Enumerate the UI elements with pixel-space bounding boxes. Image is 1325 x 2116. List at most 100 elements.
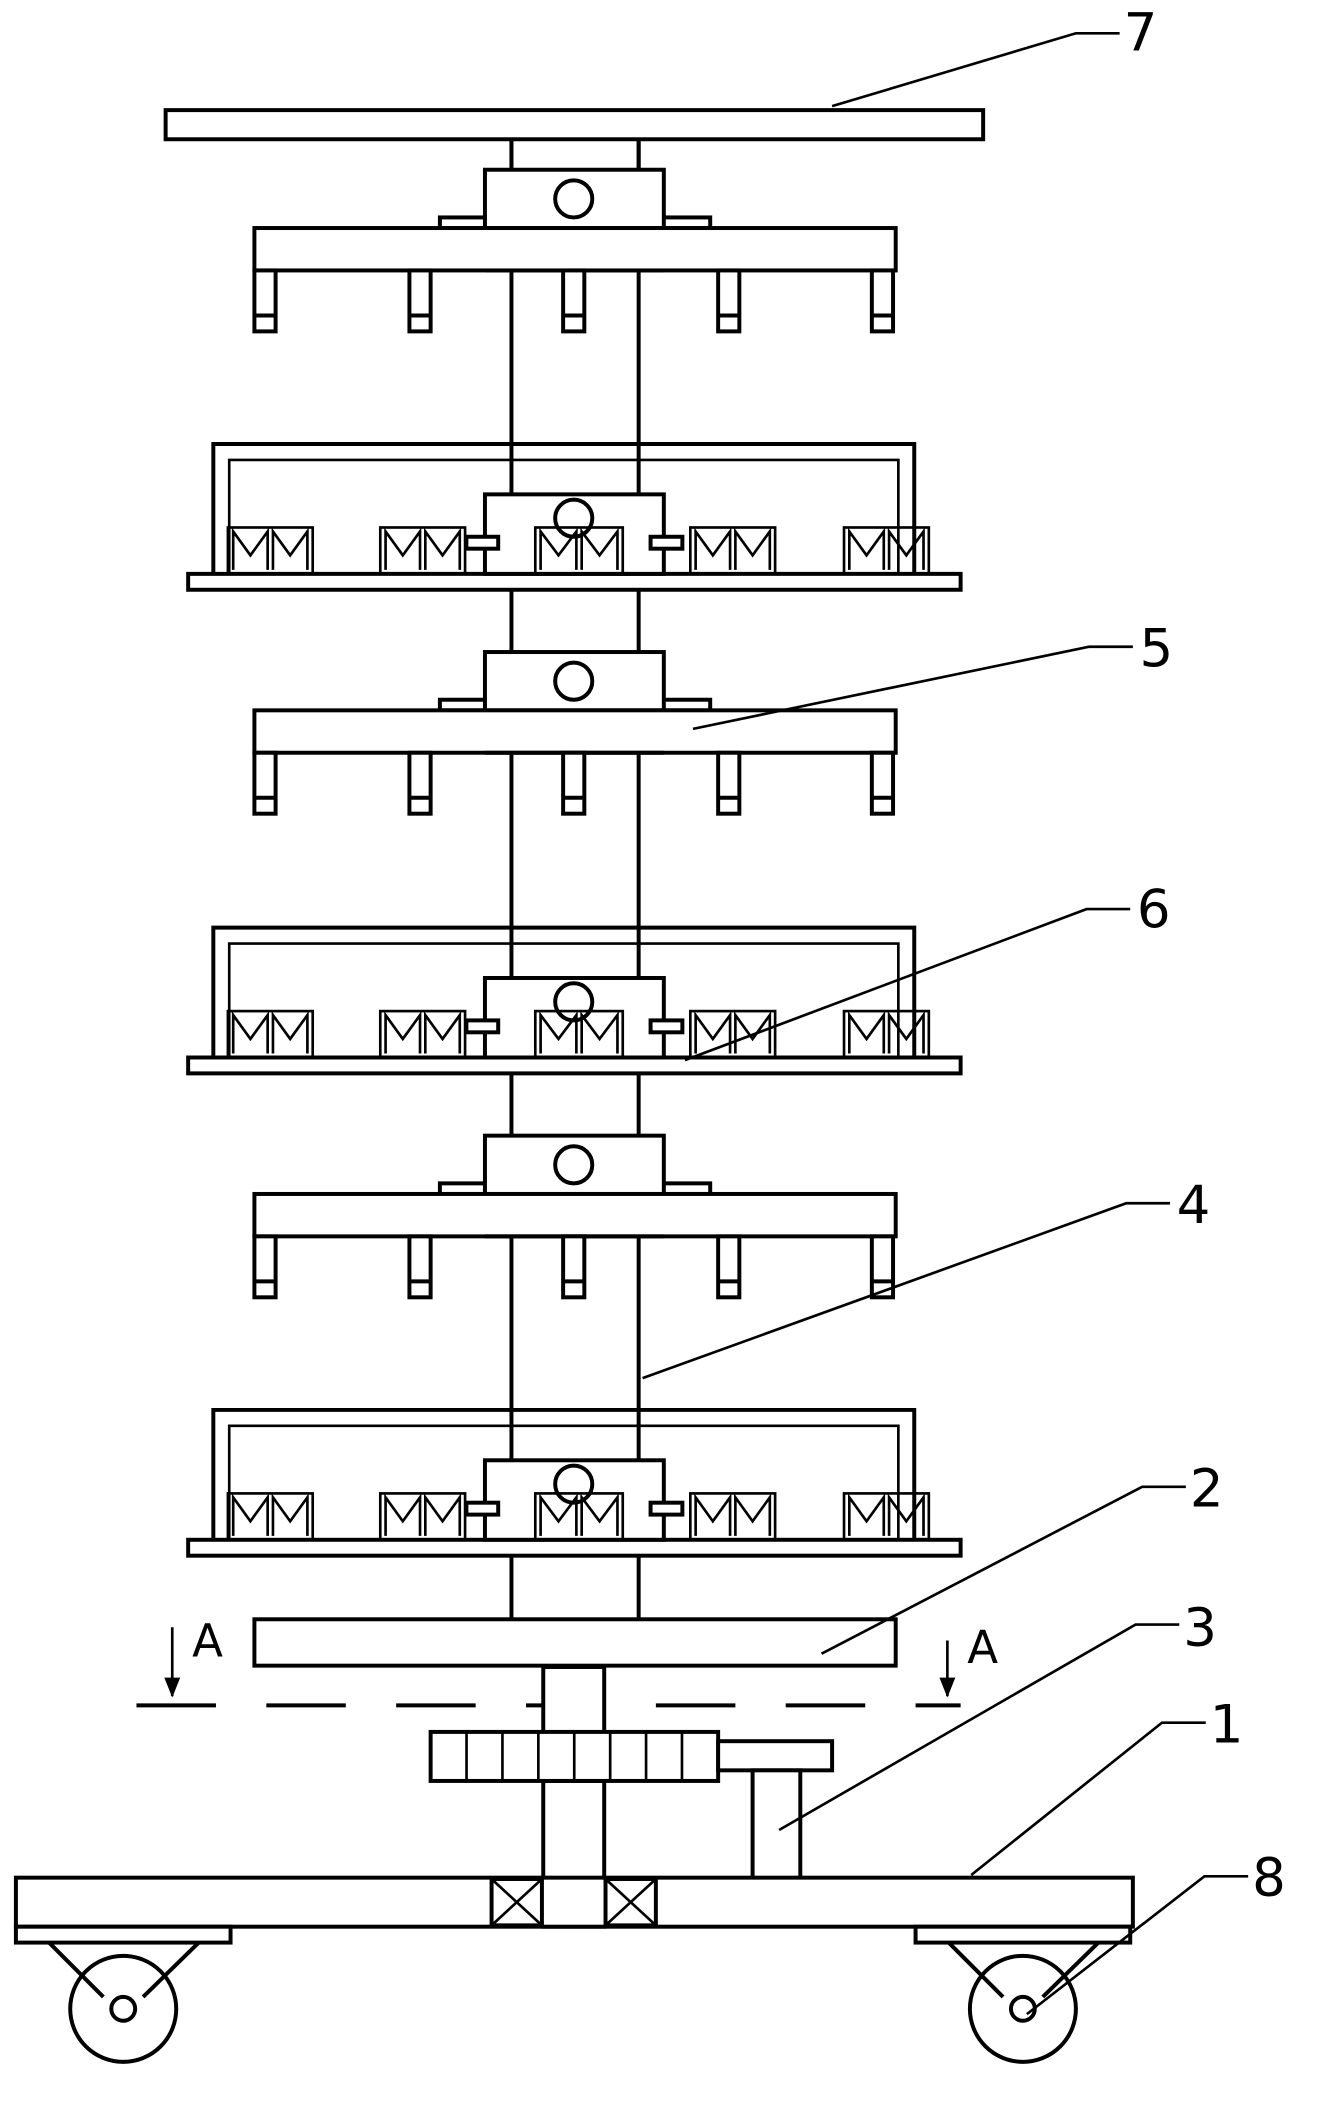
tray-frame-inner — [227, 1424, 900, 1540]
spring-clip — [539, 1493, 578, 1536]
spring-clip — [580, 527, 619, 570]
hook-peg — [869, 268, 896, 334]
clip-holder — [226, 1009, 315, 1059]
hanger-bar — [252, 708, 898, 755]
pinion-arm — [716, 1739, 835, 1773]
gear — [428, 1729, 721, 1783]
spring-clip — [384, 527, 422, 570]
spring-clip — [539, 1011, 578, 1054]
spring-clip — [271, 527, 309, 570]
pin-left — [464, 1018, 501, 1035]
spring-clip — [848, 1493, 886, 1536]
leader-lines — [642, 31, 1249, 2016]
spring-clip — [694, 1010, 732, 1054]
label-6: 6 — [1137, 880, 1171, 941]
hook-peg — [407, 268, 433, 334]
spring-clip — [887, 1493, 925, 1536]
tray-frame — [211, 1407, 917, 1540]
spring-clip — [694, 1493, 732, 1536]
hook-peg — [252, 268, 278, 334]
tray-unit-1 — [186, 442, 963, 592]
tray-frame-inner — [227, 458, 900, 574]
section-label-right: A — [967, 1621, 998, 1674]
tray-unit-2 — [186, 925, 963, 1076]
spring-clip — [887, 527, 925, 570]
tray-base — [186, 1537, 963, 1558]
spring-clip — [231, 1493, 269, 1536]
hook-peg — [561, 1234, 587, 1300]
spring-clip — [271, 1010, 309, 1054]
hook-peg — [252, 750, 278, 816]
hanger-bar-units — [252, 167, 898, 1300]
spring-clip — [848, 1010, 886, 1054]
clamp-bolt — [553, 660, 595, 702]
clip-holder — [378, 1009, 467, 1059]
pin-right — [648, 1018, 685, 1035]
hook-peg — [407, 1234, 433, 1300]
clip-holder — [689, 526, 777, 576]
hanger-unit-2 — [252, 650, 898, 816]
label-3: 3 — [1183, 1598, 1217, 1659]
label-1: 1 — [1210, 1695, 1244, 1756]
hanger-bar — [252, 226, 898, 273]
section-label-left: A — [192, 1614, 223, 1667]
hanger-unit-3 — [252, 1133, 898, 1300]
spring-clip — [887, 1010, 925, 1054]
label-8: 8 — [1252, 1848, 1286, 1909]
top-plate — [163, 108, 986, 170]
clamp-bolt — [553, 178, 595, 220]
spring-clip — [848, 527, 886, 570]
caster-left — [13, 1924, 233, 2064]
label-5: 5 — [1139, 619, 1173, 680]
hook-peg — [716, 268, 742, 334]
clip-holder — [689, 1009, 777, 1059]
clip-holder — [378, 526, 467, 576]
clip-holder — [226, 526, 315, 576]
spring-clip — [424, 1010, 462, 1054]
spring-clip — [231, 527, 269, 570]
hook-peg — [561, 268, 587, 334]
spring-clip — [734, 1493, 772, 1536]
hook-peg — [869, 750, 896, 816]
hanger-unit-1 — [252, 167, 898, 334]
turntable-plate — [252, 1617, 898, 1668]
hanger-bar — [252, 1191, 898, 1239]
tray-frame-inner — [227, 942, 900, 1058]
spring-clip — [271, 1493, 309, 1536]
spring-clip — [580, 1493, 619, 1536]
pin-right — [648, 1500, 685, 1517]
clip-holder — [842, 1009, 931, 1059]
tray-base — [186, 1055, 963, 1076]
tray-frame — [211, 925, 917, 1058]
spring-clip — [694, 527, 732, 570]
spring-clip — [384, 1010, 422, 1054]
clamp-bolt — [553, 1144, 595, 1186]
clip-holder — [533, 526, 625, 576]
hook-peg — [407, 750, 433, 816]
hook-peg — [716, 1234, 742, 1300]
pin-left — [464, 1500, 501, 1517]
clip-holder — [533, 1009, 625, 1059]
spring-clip — [424, 527, 462, 570]
pin-right — [648, 534, 685, 551]
base-frame — [13, 1875, 1135, 1929]
clip-holder — [378, 1492, 467, 1542]
spring-clip — [231, 1010, 269, 1054]
label-7: 7 — [1124, 2, 1158, 63]
tray-units — [186, 442, 963, 1558]
clip-holder — [689, 1492, 777, 1542]
central-column — [509, 140, 641, 1620]
spring-clip — [580, 1011, 619, 1054]
tray-base — [186, 571, 963, 592]
tray-unit-3 — [186, 1407, 963, 1558]
pin-left — [464, 534, 501, 551]
tray-frame — [211, 442, 917, 574]
hook-peg — [252, 1234, 278, 1300]
hook-peg — [561, 750, 587, 816]
clip-holder — [842, 526, 931, 576]
clip-holder — [842, 1492, 931, 1542]
spring-clip — [539, 527, 578, 570]
label-4: 4 — [1177, 1175, 1211, 1236]
clip-holder — [226, 1492, 315, 1542]
